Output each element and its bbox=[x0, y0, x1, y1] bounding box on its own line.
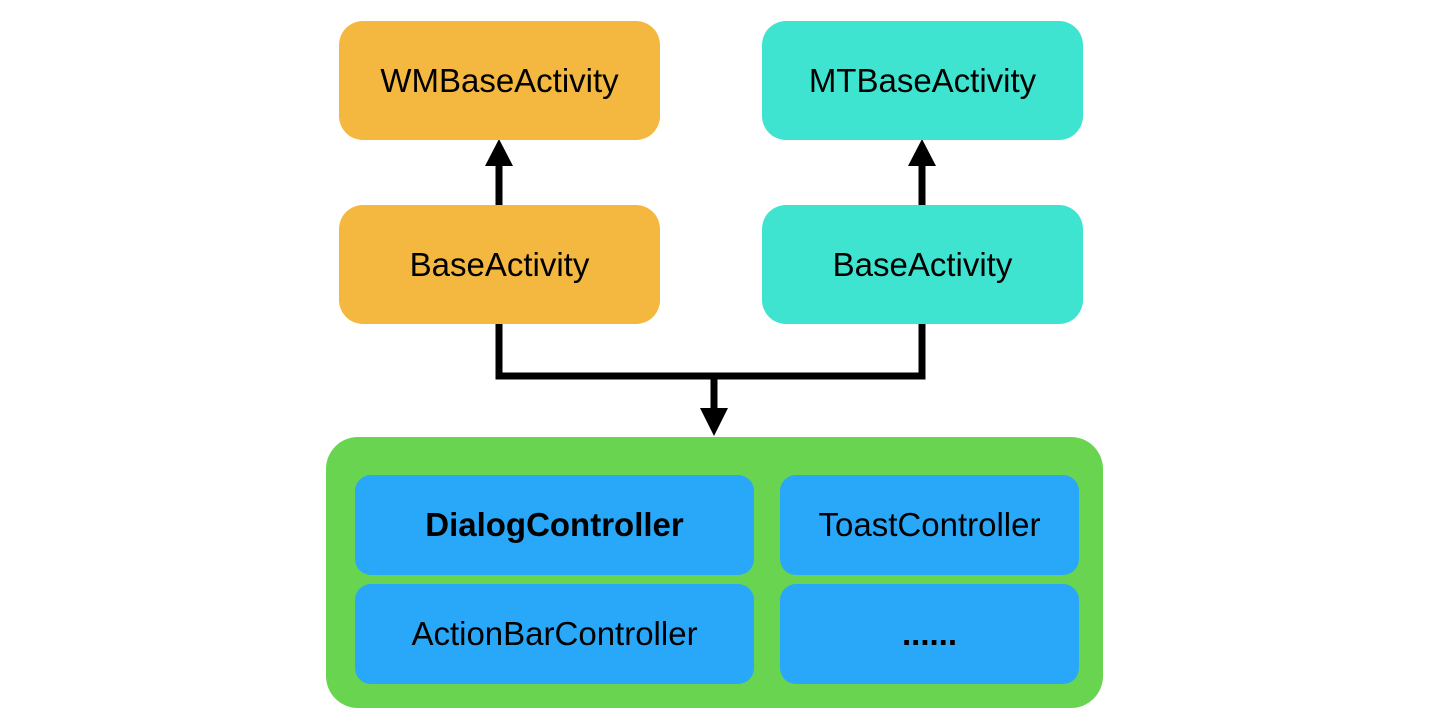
wm-base-activity-node: WMBaseActivity bbox=[339, 21, 660, 140]
dialog-controller-label: DialogController bbox=[425, 506, 684, 543]
arrow-down-head bbox=[700, 408, 728, 436]
toast-controller-label: ToastController bbox=[818, 506, 1041, 543]
left-base-activity-node: BaseActivity bbox=[339, 205, 660, 324]
left-base-activity-label: BaseActivity bbox=[409, 245, 590, 283]
arrow-right-head bbox=[908, 139, 936, 166]
mt-base-activity-node: MTBaseActivity bbox=[762, 21, 1083, 140]
action-bar-controller-label: ActionBarController bbox=[411, 615, 698, 652]
right-base-activity-label: BaseActivity bbox=[832, 245, 1013, 283]
right-base-activity-node: BaseActivity bbox=[762, 205, 1083, 324]
mt-base-activity-label: MTBaseActivity bbox=[808, 61, 1037, 99]
merge-connector bbox=[495, 323, 926, 380]
more-controllers-label: ...... bbox=[901, 615, 957, 652]
dialog-controller-node: DialogController bbox=[355, 475, 754, 575]
more-controllers-node: ...... bbox=[780, 584, 1079, 684]
toast-controller-node: ToastController bbox=[780, 475, 1079, 575]
action-bar-controller-node: ActionBarController bbox=[355, 584, 754, 684]
wm-base-activity-label: WMBaseActivity bbox=[380, 61, 619, 99]
arrow-left-head bbox=[485, 139, 513, 166]
